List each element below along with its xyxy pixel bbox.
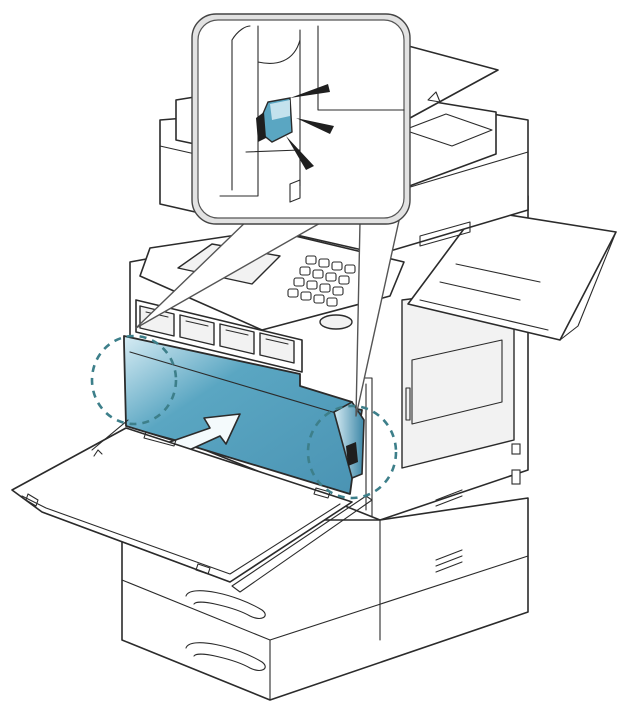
port-icon-a xyxy=(511,443,521,455)
keypad-key xyxy=(318,258,330,268)
zoom-callout xyxy=(135,13,411,417)
tray-handle-upper xyxy=(185,590,266,619)
keypad-key xyxy=(300,291,312,301)
keypad-key xyxy=(287,288,299,298)
tray-handle-lower xyxy=(185,642,266,671)
keypad-key xyxy=(312,269,324,279)
toner-cartridge-slot xyxy=(219,323,255,355)
keypad-key xyxy=(306,280,318,290)
click-indicator-icon xyxy=(286,84,334,170)
port-icon-b xyxy=(511,469,521,485)
keypad-key xyxy=(344,264,356,274)
keypad-key xyxy=(331,261,343,271)
triangle-mark-icon xyxy=(427,91,441,103)
keypad-key xyxy=(319,283,331,293)
start-button xyxy=(319,314,353,330)
callout-window xyxy=(197,19,405,219)
keypad-key xyxy=(325,272,337,282)
door-strap xyxy=(231,495,373,593)
toner-cartridge-slot xyxy=(259,332,295,364)
toner-cartridge-slot xyxy=(179,314,215,346)
keypad-key xyxy=(313,294,325,304)
keypad-key xyxy=(305,255,317,265)
keypad-key xyxy=(338,275,350,285)
door-panel xyxy=(11,427,353,583)
keypad xyxy=(287,255,356,307)
keypad-key xyxy=(332,286,344,296)
keypad-key xyxy=(299,266,311,276)
keypad-key xyxy=(293,277,305,287)
front-door xyxy=(11,419,373,593)
keypad-key xyxy=(326,297,338,307)
callout-ring-left xyxy=(90,334,178,426)
waste-toner-container xyxy=(123,335,373,517)
toner-bay xyxy=(135,299,303,373)
callout-ring-right xyxy=(306,404,398,500)
